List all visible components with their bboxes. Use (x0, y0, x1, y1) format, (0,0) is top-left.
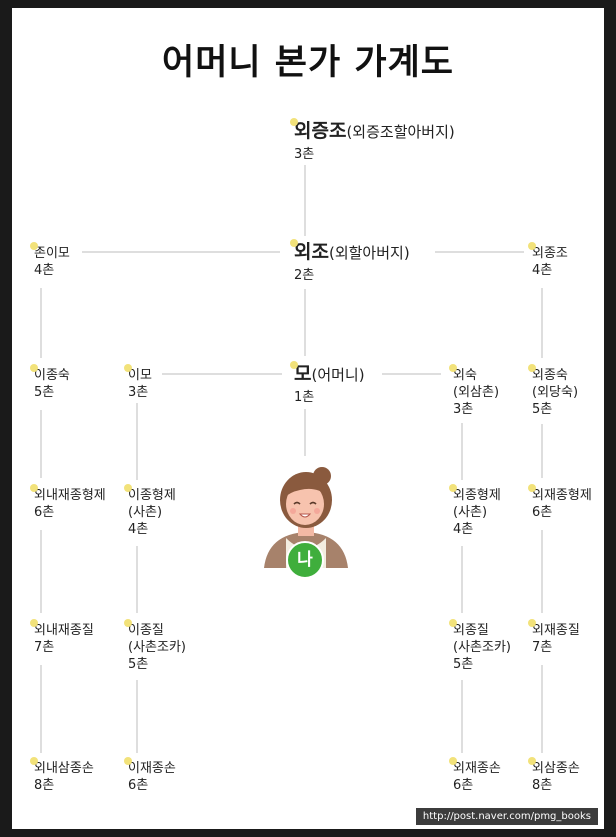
ijong-hyeongje-label: 이종형제 (128, 488, 176, 503)
mother-degree: 1촌 (294, 390, 315, 405)
node-dot (449, 619, 457, 627)
grandfather-sub: (외할아버지) (328, 244, 410, 262)
great-grandfather-label: 외증조 (294, 120, 347, 142)
node-oejaejongson: 외재종손 6촌 (449, 757, 501, 794)
source-credit: http://post.naver.com/pmg_books (415, 808, 598, 825)
node-imo: 이모 3촌 (124, 364, 152, 401)
ijong-hyeongje-degree: 4촌 (128, 522, 149, 537)
node-dot (30, 484, 38, 492)
node-oejaejongjil: 외재종질 7촌 (528, 619, 580, 656)
node-ijong-hyeongje: 이종형제 (사촌) 4촌 (124, 484, 176, 538)
node-dot (528, 757, 536, 765)
node-oejongjil: 외종질 (사촌조카) 5촌 (449, 619, 511, 673)
node-dot (30, 242, 38, 250)
connector-lines (40, 165, 543, 753)
ijongsuk-degree: 5촌 (34, 385, 55, 400)
node-dot (124, 757, 132, 765)
node-dot (30, 364, 38, 372)
page-title: 어머니 본가 가계도 (162, 43, 454, 83)
ijaejongson-degree: 6촌 (128, 778, 149, 793)
oejongjo-degree: 4촌 (532, 263, 553, 278)
node-dot (290, 118, 298, 126)
jon-imo-label: 존이모 (34, 246, 70, 261)
node-dot (449, 757, 457, 765)
node-dot (449, 364, 457, 372)
oejong-hyeongje-label: 외종형제 (453, 488, 501, 503)
node-oesuk: 외숙 (외삼촌) 3촌 (449, 364, 500, 418)
oejong-hyeongje-degree: 4촌 (453, 522, 474, 537)
oejongjil-label: 외종질 (453, 623, 489, 638)
oesamjongson-degree: 8촌 (532, 778, 553, 793)
node-oejaejong-hyeongje: 외재종형제 6촌 (528, 484, 592, 521)
node-ijongsuk: 이종숙 5촌 (30, 364, 70, 401)
oejongsuk-label: 외종숙 (532, 368, 568, 383)
node-dot (30, 619, 38, 627)
oenae-jaejong-hyeongje-degree: 6촌 (34, 505, 55, 520)
node-dot (528, 364, 536, 372)
node-dot (528, 619, 536, 627)
jon-imo-degree: 4촌 (34, 263, 55, 278)
ijong-hyeongje-sub: (사촌) (128, 505, 163, 520)
family-tree-frame: 어머니 본가 가계도 (12, 8, 604, 829)
ijongsuk-label: 이종숙 (34, 368, 70, 383)
oejaejongjil-degree: 7촌 (532, 640, 553, 655)
great-grandfather-degree: 3촌 (294, 147, 315, 162)
me-badge: 나 (286, 541, 324, 579)
oejaejong-hyeongje-degree: 6촌 (532, 505, 553, 520)
node-great-grandfather: 외증조(외증조할아버지) 3촌 (290, 118, 455, 165)
oenae-jaejongjil-label: 외내재종질 (34, 623, 94, 638)
node-dot (528, 242, 536, 250)
oejaejongjil-label: 외재종질 (532, 623, 580, 638)
ijaejongson-label: 이재종손 (128, 761, 176, 776)
imo-label: 이모 (128, 368, 152, 383)
oejongjo-label: 외종조 (532, 246, 568, 261)
oesuk-degree: 3촌 (453, 402, 474, 417)
oejong-hyeongje-sub: (사촌) (453, 505, 488, 520)
node-dot (30, 757, 38, 765)
node-dot (124, 484, 132, 492)
ijongjil-sub: (사촌조카) (128, 640, 186, 655)
node-oejong-hyeongje: 외종형제 (사촌) 4촌 (449, 484, 501, 538)
oenae-samjongson-label: 외내삼종손 (34, 761, 94, 776)
ijongjil-degree: 5촌 (128, 657, 149, 672)
oenae-jaejongjil-degree: 7촌 (34, 640, 55, 655)
oejongsuk-sub: (외당숙) (532, 385, 579, 400)
node-mother: 모(어머니) 1촌 (290, 361, 365, 408)
node-oenae-samjongson: 외내삼종손 8촌 (30, 757, 94, 794)
node-oenae-jaejongjil: 외내재종질 7촌 (30, 619, 94, 656)
node-dot (290, 361, 298, 369)
node-grandfather: 외조(외할아버지) 2촌 (290, 239, 410, 286)
grandfather-label: 외조 (294, 241, 329, 263)
great-grandfather-sub: (외증조할아버지) (346, 123, 455, 141)
node-dot (290, 239, 298, 247)
node-dot (449, 484, 457, 492)
oejaejongson-degree: 6촌 (453, 778, 474, 793)
node-oesamjongson: 외삼종손 8촌 (528, 757, 580, 794)
node-ijaejongson: 이재종손 6촌 (124, 757, 176, 794)
oesuk-sub: (외삼촌) (453, 385, 500, 400)
ijongjil-label: 이종질 (128, 623, 164, 638)
node-oejongsuk: 외종숙 (외당숙) 5촌 (528, 364, 579, 418)
imo-degree: 3촌 (128, 385, 149, 400)
oejaejong-hyeongje-label: 외재종형제 (532, 488, 592, 503)
node-dot (124, 619, 132, 627)
oesamjongson-label: 외삼종손 (532, 761, 580, 776)
oejongsuk-degree: 5촌 (532, 402, 553, 417)
mother-label: 모 (294, 363, 312, 385)
oesuk-label: 외숙 (453, 368, 477, 383)
node-ijongjil: 이종질 (사촌조카) 5촌 (124, 619, 186, 673)
node-dot (124, 364, 132, 372)
grandfather-degree: 2촌 (294, 268, 315, 283)
oejongjil-degree: 5촌 (453, 657, 474, 672)
node-dot (528, 484, 536, 492)
oenae-jaejong-hyeongje-label: 외내재종형제 (34, 488, 106, 503)
mother-sub: (어머니) (311, 366, 365, 384)
oenae-samjongson-degree: 8촌 (34, 778, 55, 793)
oejaejongson-label: 외재종손 (453, 761, 501, 776)
node-jon-imo: 존이모 4촌 (30, 242, 70, 279)
node-oejongjo: 외종조 4촌 (528, 242, 568, 279)
node-oenae-jaejong-hyeongje: 외내재종형제 6촌 (30, 484, 106, 521)
oejongjil-sub: (사촌조카) (453, 640, 511, 655)
